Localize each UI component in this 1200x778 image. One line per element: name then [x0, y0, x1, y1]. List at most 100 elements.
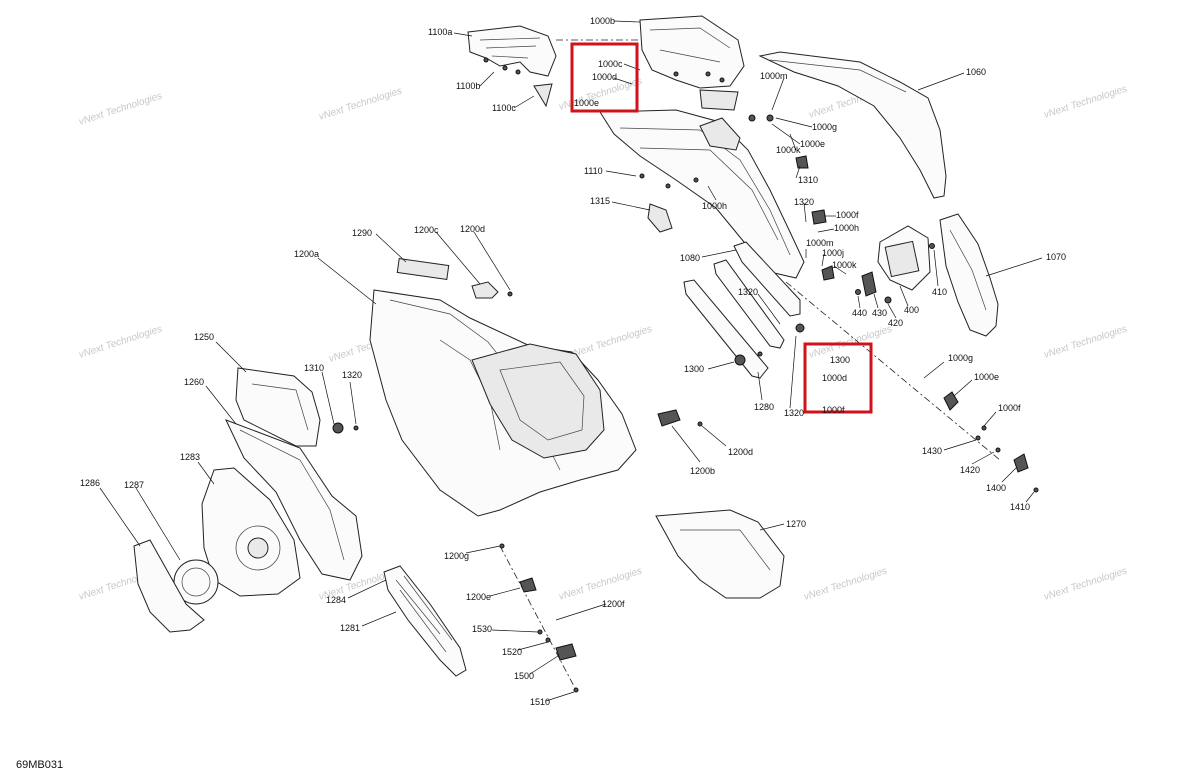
- watermark-6: vNext Technologies: [78, 324, 164, 361]
- callout-1110: 1110: [584, 166, 603, 176]
- callout-1100b: 1100b: [456, 81, 480, 91]
- callout-400: 400: [904, 305, 919, 315]
- part-1286: [133, 539, 205, 633]
- callout-labels: 1100a 1100b 1100c 1000b 1000c 1000d 1000…: [80, 16, 1066, 707]
- part-1315: [647, 203, 673, 233]
- callout-1000e-3: 1000e: [974, 372, 999, 382]
- callout-440: 440: [852, 308, 867, 318]
- watermark-15: vNext Technologies: [1043, 566, 1129, 603]
- callout-1420: 1420: [960, 465, 980, 475]
- part-1500: [555, 643, 577, 661]
- callout-1200g: 1200g: [444, 551, 469, 561]
- callout-1200a: 1200a: [294, 249, 319, 259]
- part-1320-strip: [713, 259, 785, 349]
- callout-1280: 1280: [754, 402, 774, 412]
- callout-1500: 1500: [514, 671, 534, 681]
- part-1200e: [519, 577, 537, 593]
- callout-1200b: 1200b: [690, 466, 715, 476]
- callout-1200e: 1200e: [466, 592, 491, 602]
- part-1310-mid: [795, 323, 805, 333]
- callout-1000f-2: 1000f: [998, 403, 1021, 413]
- highlight-label-1000d: 1000d: [822, 373, 847, 383]
- callout-1320-2: 1320: [738, 287, 758, 297]
- callout-1310-2: 1310: [304, 363, 324, 373]
- part-1260: [225, 419, 363, 581]
- watermark-14: vNext Technologies: [803, 566, 889, 603]
- callout-1000m: 1000m: [760, 71, 788, 81]
- part-1310-left: [332, 422, 344, 434]
- callout-1320: 1320: [794, 197, 814, 207]
- callout-1000e: 1000e: [574, 98, 599, 108]
- callout-1000c: 1000c: [598, 59, 623, 69]
- part-1280: [683, 279, 769, 379]
- callout-1000f: 1000f: [836, 210, 859, 220]
- callout-1070: 1070: [1046, 252, 1066, 262]
- part-1281: [383, 565, 467, 677]
- callout-1320-4: 1320: [342, 370, 362, 380]
- callout-1000k: 1000k: [776, 145, 801, 155]
- watermark-8: vNext Technologies: [568, 324, 654, 361]
- part-1400: [1013, 453, 1029, 473]
- callout-1284: 1284: [326, 595, 346, 605]
- callout-1400: 1400: [986, 483, 1006, 493]
- callout-1310: 1310: [798, 175, 818, 185]
- callout-1000k-2: 1000k: [832, 260, 857, 270]
- callout-1100c: 1100c: [492, 103, 516, 113]
- callout-1430: 1430: [922, 446, 942, 456]
- callout-1530: 1530: [472, 624, 492, 634]
- part-1270: [655, 509, 785, 599]
- callout-1080: 1080: [680, 253, 700, 263]
- callout-1200d: 1200d: [460, 224, 485, 234]
- part-1290: [396, 258, 450, 280]
- callout-1000g: 1000g: [812, 122, 837, 132]
- watermark-13: vNext Technologies: [558, 566, 644, 603]
- callout-1260: 1260: [184, 377, 204, 387]
- part-1100c: [533, 83, 553, 108]
- part-1100a: [467, 25, 557, 77]
- callout-1287: 1287: [124, 480, 144, 490]
- highlight-box-middle: [803, 342, 873, 414]
- callout-1000g-2: 1000g: [948, 353, 973, 363]
- callout-1000b: 1000b: [590, 16, 615, 26]
- callout-1290: 1290: [352, 228, 372, 238]
- part-1000e-clip: [943, 391, 959, 411]
- callout-1200c: 1200c: [414, 225, 439, 235]
- diagram-code: 69MB031: [16, 759, 63, 771]
- part-1080: [733, 241, 801, 317]
- callout-1510: 1510: [530, 697, 550, 707]
- highlight-label-1300: 1300: [830, 355, 850, 365]
- watermark-2: vNext Technologies: [318, 86, 404, 123]
- part-1000b-insert: [699, 89, 739, 111]
- callout-410: 410: [932, 287, 947, 297]
- watermark-9: vNext Technologies: [808, 324, 894, 361]
- callout-1000h: 1000h: [702, 201, 727, 211]
- watermark-5: vNext Technologies: [1043, 84, 1129, 121]
- callout-1270: 1270: [786, 519, 806, 529]
- part-drawings: [133, 15, 1039, 693]
- callout-1520: 1520: [502, 647, 522, 657]
- part-1000b: [639, 15, 745, 89]
- callout-430: 430: [872, 308, 887, 318]
- part-1070: [939, 213, 999, 337]
- callout-1320-3: 1320: [784, 408, 804, 418]
- callout-1200d-2: 1200d: [728, 447, 753, 457]
- callout-1000m-2: 1000m: [806, 238, 834, 248]
- callout-420: 420: [888, 318, 903, 328]
- part-dash-panel: [599, 109, 805, 279]
- part-1250: [235, 367, 321, 447]
- callout-1000h-2: 1000h: [834, 223, 859, 233]
- highlight-box-top: [570, 42, 639, 113]
- assembly-lines: [499, 39, 1001, 691]
- callout-1315: 1315: [590, 196, 610, 206]
- part-1283: [201, 467, 301, 597]
- part-1300: [734, 354, 746, 366]
- part-1060: [758, 51, 947, 199]
- callout-1286: 1286: [80, 478, 100, 488]
- highlight-label-1000f: 1000f: [822, 405, 845, 415]
- callout-1281: 1281: [340, 623, 360, 633]
- callout-1000j: 1000j: [822, 248, 844, 258]
- callout-1410: 1410: [1010, 502, 1030, 512]
- highlight-boxes: 1300 1000d 1000f: [570, 42, 873, 415]
- watermark-10: vNext Technologies: [1043, 324, 1129, 361]
